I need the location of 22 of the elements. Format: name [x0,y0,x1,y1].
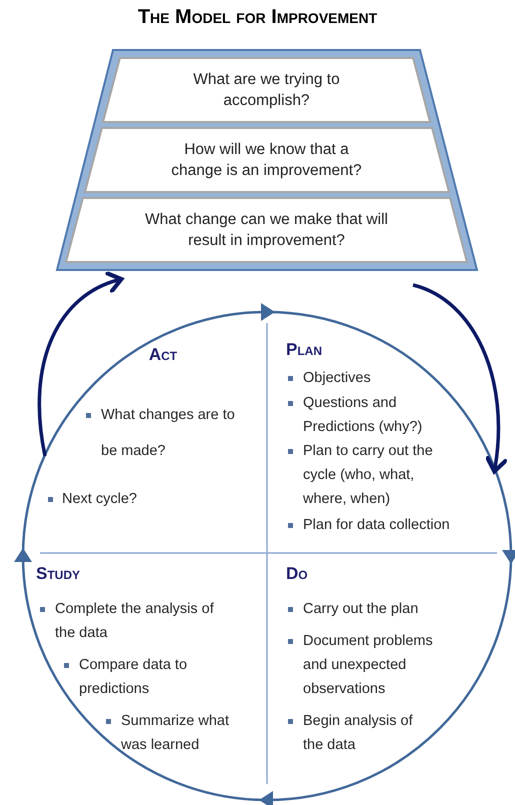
section-heading: Act [148,345,178,365]
curved-arrow [412,283,509,474]
question-text: How will we know that a change is an improvement? [170,140,363,181]
bullet-text: Summarize what was learned [121,712,230,755]
bullet-text: Next cycle? [62,490,138,509]
diagram-title: The Model for Improvement [136,6,378,29]
question-text: What change can we make that will result in improvement? [144,210,389,251]
bullet-text: Questions and Predictions (why?) [303,394,424,437]
bullet-text: Complete the analysis of the data [55,600,215,643]
curved-arrow [38,271,124,456]
bullet-text: Plan for data collection [303,516,451,535]
bullet-text: Carry out the plan [303,600,420,619]
bullet-text: Objectives [303,369,372,388]
section-heading: Plan [286,340,322,360]
section-heading: Study [36,564,80,584]
bullet-text: Plan to carry out the cycle (who, what, where, when) [303,442,434,509]
section-heading: Do [286,564,308,584]
question-text: What are we trying to accomplish? [192,70,341,111]
bullet-text: What changes are to be made? [101,406,236,461]
bullet-text: Begin analysis of the data [303,712,414,755]
bullet-text: Compare data to predictions [79,656,188,699]
bullet-text: Document problems and unexpected observations [303,632,434,699]
